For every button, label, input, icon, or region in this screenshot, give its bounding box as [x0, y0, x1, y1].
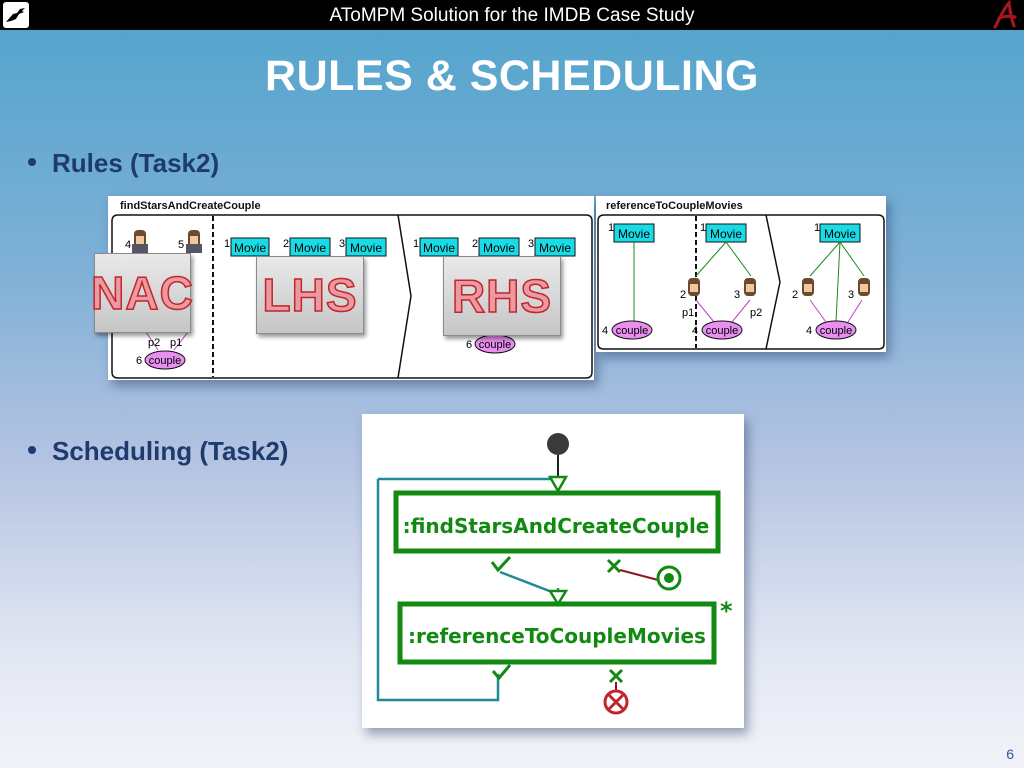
node-num: 3: [848, 289, 854, 301]
couple-label: couple: [820, 325, 852, 337]
couple-label: couple: [616, 325, 648, 337]
nac-person-5: 5: [178, 230, 202, 253]
input-arrow-icon: [547, 475, 569, 494]
fail-x-icon: [608, 668, 624, 684]
node-num: 3: [528, 238, 534, 250]
movie-label: Movie: [539, 241, 571, 255]
node-num: 1: [814, 222, 820, 234]
edge-label: p2: [148, 337, 160, 349]
rhs-couple: 6 couple: [466, 334, 516, 354]
movie-label: Movie: [350, 241, 382, 255]
node-num: 4: [602, 325, 608, 337]
rhs-label: RHS: [451, 269, 553, 323]
crow-logo-icon: [3, 2, 29, 28]
movie-label: Movie: [710, 227, 742, 241]
rule-reference-panel: referenceToCoupleMovies 1 Movie 4 couple…: [596, 196, 886, 352]
rule1-name: findStarsAndCreateCouple: [120, 200, 261, 212]
success-check-icon: [490, 555, 512, 573]
loop-edge: [376, 479, 500, 702]
bullet-scheduling: Scheduling (Task2): [28, 436, 288, 467]
rhs-movie-1: 1 Movie: [413, 237, 459, 257]
rule-reference-diagram: referenceToCoupleMovies 1 Movie 4 couple…: [597, 200, 885, 350]
couple-label: couple: [479, 339, 511, 351]
edge-label: p2: [750, 307, 762, 319]
fail-x-icon: [606, 558, 622, 574]
node-num: 2: [680, 289, 686, 301]
rule1-block-label: :findStarsAndCreateCouple: [403, 514, 710, 538]
lhs-label: LHS: [262, 268, 358, 322]
slide-title: RULES & SCHEDULING: [265, 52, 759, 100]
node-num: 4: [692, 325, 698, 337]
movie-label: Movie: [294, 241, 326, 255]
schedule-panel: :findStarsAndCreateCouple :referenceToCo…: [362, 414, 744, 728]
input-arrow-icon: [547, 589, 569, 607]
node-num: 1: [700, 222, 706, 234]
lhs-movie-1: 1 Movie: [224, 237, 270, 257]
header-bar: AToMPM Solution for the IMDB Case Study: [0, 0, 1024, 30]
node-num: 2: [283, 238, 289, 250]
movie-label: Movie: [423, 241, 455, 255]
movie-label: Movie: [824, 227, 856, 241]
nac-label: NAC: [90, 266, 194, 320]
lhs-movie-2: 2 Movie: [283, 237, 331, 257]
node-num: 2: [472, 238, 478, 250]
node-num: 1: [608, 222, 614, 234]
rule2-name: referenceToCoupleMovies: [606, 200, 743, 212]
movie-label: Movie: [234, 241, 266, 255]
nac-couple: p2 p1 6 couple: [136, 331, 189, 370]
node-num: 6: [466, 339, 472, 351]
node-num: 3: [339, 238, 345, 250]
rule1-block: [393, 490, 721, 554]
couple-label: couple: [706, 325, 738, 337]
page-number: 6: [1006, 746, 1014, 762]
edge-label: p1: [170, 337, 182, 349]
rule-find-stars-panel: findStarsAndCreateCouple 4 5 1 Movie 2 M…: [90, 196, 594, 380]
movie-label: Movie: [618, 227, 650, 241]
header-title: AToMPM Solution for the IMDB Case Study: [329, 5, 695, 26]
rule2-block: [397, 601, 717, 665]
rhs-movie-2: 2 Movie: [472, 237, 520, 257]
nac-overlay: NAC: [90, 253, 194, 333]
script-a-logo-icon: [993, 0, 1017, 29]
node-num: 4: [806, 325, 812, 337]
couple-label: couple: [149, 355, 181, 367]
r2-lhs: 1 Movie 2 3 p1 p2 4 couple: [680, 222, 762, 340]
rhs-overlay: RHS: [443, 256, 561, 336]
r2-nac: 1 Movie 4 couple: [602, 222, 655, 340]
schedule-diagram: :findStarsAndCreateCouple :referenceToCo…: [376, 433, 733, 715]
start-node-icon: [547, 433, 569, 455]
bullet-rules-label: Rules (Task2): [52, 148, 220, 178]
movie-label: Movie: [483, 241, 515, 255]
nac-person-4: 4: [125, 230, 148, 253]
node-num: 5: [178, 239, 184, 251]
lhs-movie-3: 3 Movie: [339, 237, 387, 257]
bullet-rules: Rules (Task2): [28, 148, 219, 179]
lhs-overlay: LHS: [256, 256, 364, 334]
success-check-icon: [491, 664, 512, 681]
repeat-star: *: [720, 597, 733, 625]
node-num: 2: [792, 289, 798, 301]
node-num: 3: [734, 289, 740, 301]
r2-rhs: 1 Movie 2 3 4 couple: [792, 222, 870, 340]
node-num: 4: [125, 239, 131, 251]
node-num: 1: [224, 238, 230, 250]
rule2-block-label: :referenceToCoupleMovies: [408, 624, 706, 648]
bullet-scheduling-label: Scheduling (Task2): [52, 436, 289, 466]
bullet-dot: [28, 158, 36, 167]
bullet-dot: [28, 446, 36, 455]
node-num: 6: [136, 355, 142, 367]
node-num: 1: [413, 238, 419, 250]
rule-find-stars-diagram: findStarsAndCreateCouple 4 5 1 Movie 2 M…: [111, 200, 593, 379]
rhs-movie-3: 3 Movie: [528, 237, 576, 257]
edge-label: p1: [682, 307, 694, 319]
